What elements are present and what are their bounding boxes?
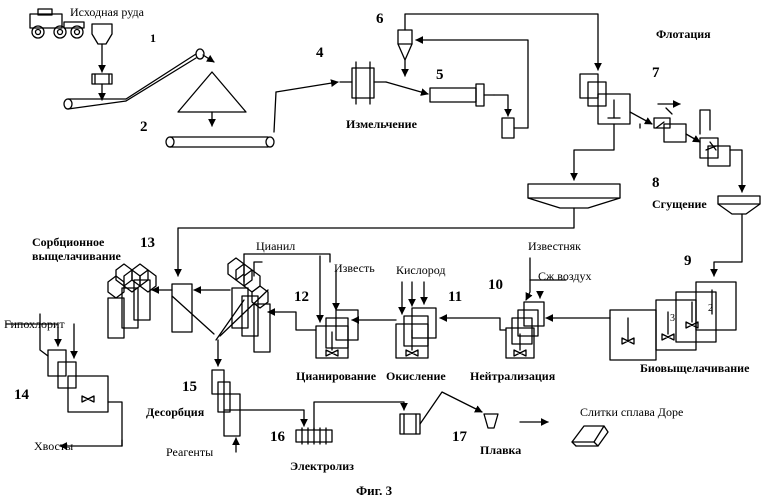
label-sorption-line1: Сорбционное xyxy=(32,235,105,249)
label-milling: Измельчение xyxy=(346,117,417,131)
stage-number-14: 14 xyxy=(14,387,29,403)
stage-number-13: 13 xyxy=(140,235,155,251)
stage-number-15: 15 xyxy=(182,379,197,395)
ball-mill-5 xyxy=(429,83,495,107)
tank-number-3: 3 xyxy=(670,313,675,324)
tank-number-2: 2 xyxy=(708,303,713,314)
hydrocyclone-6 xyxy=(397,29,413,61)
oxidation-tanks-11 xyxy=(395,307,437,359)
cyanidation-tanks-12 xyxy=(315,309,359,359)
conveyor-belt-1 xyxy=(63,48,215,110)
sludge-filter xyxy=(399,413,421,435)
neutralization-tanks-10 xyxy=(505,301,545,359)
label-compressed-air: Сж воздух xyxy=(538,269,592,283)
stage-number-12: 12 xyxy=(294,289,309,305)
dore-bar-icon xyxy=(571,425,609,447)
stage-number-8: 8 xyxy=(652,175,660,191)
stage-number-11: 11 xyxy=(448,289,463,305)
crusher-triangle xyxy=(177,71,247,113)
label-reagents: Реагенты xyxy=(166,445,214,459)
stage-number-6: 6 xyxy=(376,11,384,27)
label-desorption: Десорбция xyxy=(146,405,205,419)
stage-number-4: 4 xyxy=(316,45,324,61)
label-electrolysis: Электролиз xyxy=(290,459,354,473)
label-hypochlorite: Гипохлорит xyxy=(4,317,65,331)
label-dore: Слитки сплава Доре xyxy=(580,405,684,419)
smelting-crucible xyxy=(483,413,499,429)
label-thickening: Сгущение xyxy=(652,197,707,211)
label-oxygen: Кислород xyxy=(396,263,446,277)
label-sorption-line2: выщелачивание xyxy=(32,249,121,263)
stage-number-2: 2 xyxy=(140,119,148,135)
stage-number-1: 1 xyxy=(150,31,156,45)
label-oxidation: Окисление xyxy=(386,369,446,383)
label-flotation: Флотация xyxy=(656,27,711,41)
ore-hopper xyxy=(91,23,113,45)
stage-number-10: 10 xyxy=(488,277,503,293)
ball-mill-4 xyxy=(339,61,387,105)
conveyor-belt-2 xyxy=(165,79,339,148)
label-cyanide: Цианил xyxy=(256,239,296,253)
label-tailings: Хвосты xyxy=(34,439,74,453)
label-bioleaching: Биовыщелачивание xyxy=(640,361,750,375)
tailings-treatment-14 xyxy=(47,349,109,413)
thickener-8 xyxy=(527,183,621,209)
sorption-columns-13 xyxy=(107,257,271,353)
flotation-cells-7 xyxy=(579,73,731,167)
stage-number-9: 9 xyxy=(684,253,692,269)
stage-number-5: 5 xyxy=(436,67,444,83)
stage-number-16: 16 xyxy=(270,429,285,445)
desorption-columns-15 xyxy=(211,369,241,437)
stage-number-7: 7 xyxy=(652,65,660,81)
thickener-9-feed xyxy=(717,195,761,215)
stage-number-17: 17 xyxy=(452,429,467,445)
label-smelting: Плавка xyxy=(480,443,522,457)
label-neutralization: Нейтрализация xyxy=(470,369,556,383)
label-cyanidation: Цианирование xyxy=(296,369,377,383)
label-limestone: Известняк xyxy=(528,239,581,253)
mill-pump-sump xyxy=(501,117,515,139)
bioleaching-tanks-9 xyxy=(609,281,737,361)
label-lime: Известь xyxy=(334,261,375,275)
ore-truck xyxy=(29,8,85,39)
figure-caption: Фиг. 3 xyxy=(356,483,393,498)
label-ore: Исходная руда xyxy=(70,5,144,19)
